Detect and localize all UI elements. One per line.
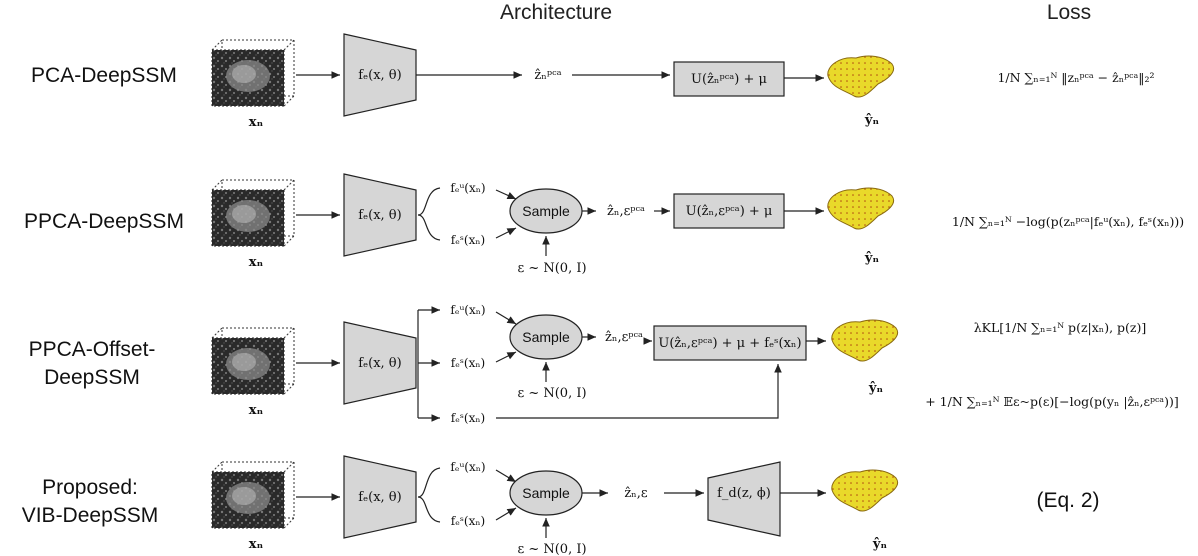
output-mesh <box>827 187 895 230</box>
row-vib-deepssm: Proposed: VIB-DeepSSM xₙ fₑ(x, θ) fₑᵘ(xₙ… <box>22 455 1100 556</box>
output-mesh <box>831 469 899 512</box>
input-label: xₙ <box>249 537 264 552</box>
output-label: ŷₙ <box>868 381 884 396</box>
loss-formula-recon: + 1/N ∑ₙ₌₁ᴺ 𝔼ε~p(ε)[−log(p(yₙ |ẑₙ,εᵖᶜᵃ))… <box>925 394 1179 409</box>
output-label: ŷₙ <box>864 113 880 128</box>
noise-label: ε ~ N(0, I) <box>517 261 586 276</box>
output-label: ŷₙ <box>864 251 880 266</box>
latent-label: ẑₙ,εᵖᶜᵃ <box>605 330 643 345</box>
sigma-label: fₑˢ(xₙ) <box>451 514 485 528</box>
row-label-line1: Proposed: <box>42 476 138 499</box>
row-label-line2: DeepSSM <box>44 366 140 389</box>
decoder-label: U(ẑₙᵖᶜᵃ) + μ <box>691 72 767 87</box>
architecture-header: Architecture <box>500 1 612 24</box>
input-volume <box>211 179 295 247</box>
encoder-trapezoid <box>343 455 417 539</box>
sample-label: Sample <box>522 203 570 219</box>
row-label: PCA-DeepSSM <box>31 64 177 87</box>
input-label: xₙ <box>249 115 264 130</box>
encoder-label: fₑ(x, θ) <box>358 68 401 83</box>
sample-label: Sample <box>522 329 570 345</box>
decoder-box <box>673 61 785 97</box>
row-label-line1: PPCA-Offset- <box>29 338 156 361</box>
input-volume <box>211 461 295 529</box>
loss-formula: 1/N ∑ₙ₌₁ᴺ ‖zₙᵖᶜᵃ − ẑₙᵖᶜᵃ‖₂² <box>997 70 1154 85</box>
mu-label: fₑᵘ(xₙ) <box>450 460 485 474</box>
encoder-trapezoid <box>343 173 417 257</box>
loss-eq-ref: (Eq. 2) <box>1036 489 1099 512</box>
mu-label: fₑᵘ(xₙ) <box>450 303 485 317</box>
input-volume <box>211 39 295 107</box>
row-ppca-deepssm: PPCA-DeepSSM xₙ fₑ(x, θ) fₑᵘ(xₙ) fₑˢ(xₙ)… <box>24 173 1184 276</box>
input-volume <box>211 327 295 395</box>
noise-label: ε ~ N(0, I) <box>517 542 586 556</box>
input-label: xₙ <box>249 255 264 270</box>
encoder-trapezoid <box>343 33 417 117</box>
encoder-label: fₑ(x, θ) <box>358 356 401 371</box>
decoder-box <box>673 193 785 229</box>
sigma-label: fₑˢ(xₙ) <box>451 356 485 370</box>
decoder-label: U(ẑₙ,εᵖᶜᵃ) + μ + fₑˢ(xₙ) <box>658 336 801 351</box>
output-mesh <box>831 319 899 362</box>
row-pca-deepssm: PCA-DeepSSM xₙ fₑ(x, θ) ẑₙᵖᶜᵃ U(ẑₙᵖᶜᵃ) +… <box>31 33 1155 130</box>
decoder-box <box>653 325 807 361</box>
loss-formula: 1/N ∑ₙ₌₁ᴺ −log(p(zₙᵖᶜᵃ|fₑᵘ(xₙ), fₑˢ(xₙ))… <box>952 214 1184 229</box>
row-label-line2: VIB-DeepSSM <box>22 504 159 527</box>
latent-label: ẑₙᵖᶜᵃ <box>534 68 561 83</box>
decoder-label: U(ẑₙ,εᵖᶜᵃ) + μ <box>686 204 773 219</box>
encoder-trapezoid <box>343 321 417 405</box>
loss-header: Loss <box>1047 1 1091 24</box>
offset-label: fₑˢ(xₙ) <box>451 411 485 425</box>
latent-label: ẑₙ,εᵖᶜᵃ <box>607 204 645 219</box>
latent-label: ẑₙ,ε <box>624 486 648 501</box>
sample-label: Sample <box>522 485 570 501</box>
output-mesh <box>827 55 895 98</box>
decoder-label: f_d(z, ϕ) <box>717 486 771 501</box>
row-label: PPCA-DeepSSM <box>24 210 184 233</box>
row-ppca-offset-deepssm: PPCA-Offset- DeepSSM xₙ fₑ(x, θ) fₑᵘ(xₙ)… <box>29 303 1179 425</box>
encoder-label: fₑ(x, θ) <box>358 490 401 505</box>
input-label: xₙ <box>249 403 264 418</box>
sigma-label: fₑˢ(xₙ) <box>451 233 485 247</box>
loss-formula-kl: λKL[1/N ∑ₙ₌₁ᴺ p(z|xₙ), p(z)] <box>974 320 1147 335</box>
decoder-trapezoid <box>707 461 781 537</box>
noise-label: ε ~ N(0, I) <box>517 386 586 401</box>
output-label: ŷₙ <box>872 537 888 552</box>
mu-label: fₑᵘ(xₙ) <box>450 181 485 195</box>
encoder-label: fₑ(x, θ) <box>358 208 401 223</box>
